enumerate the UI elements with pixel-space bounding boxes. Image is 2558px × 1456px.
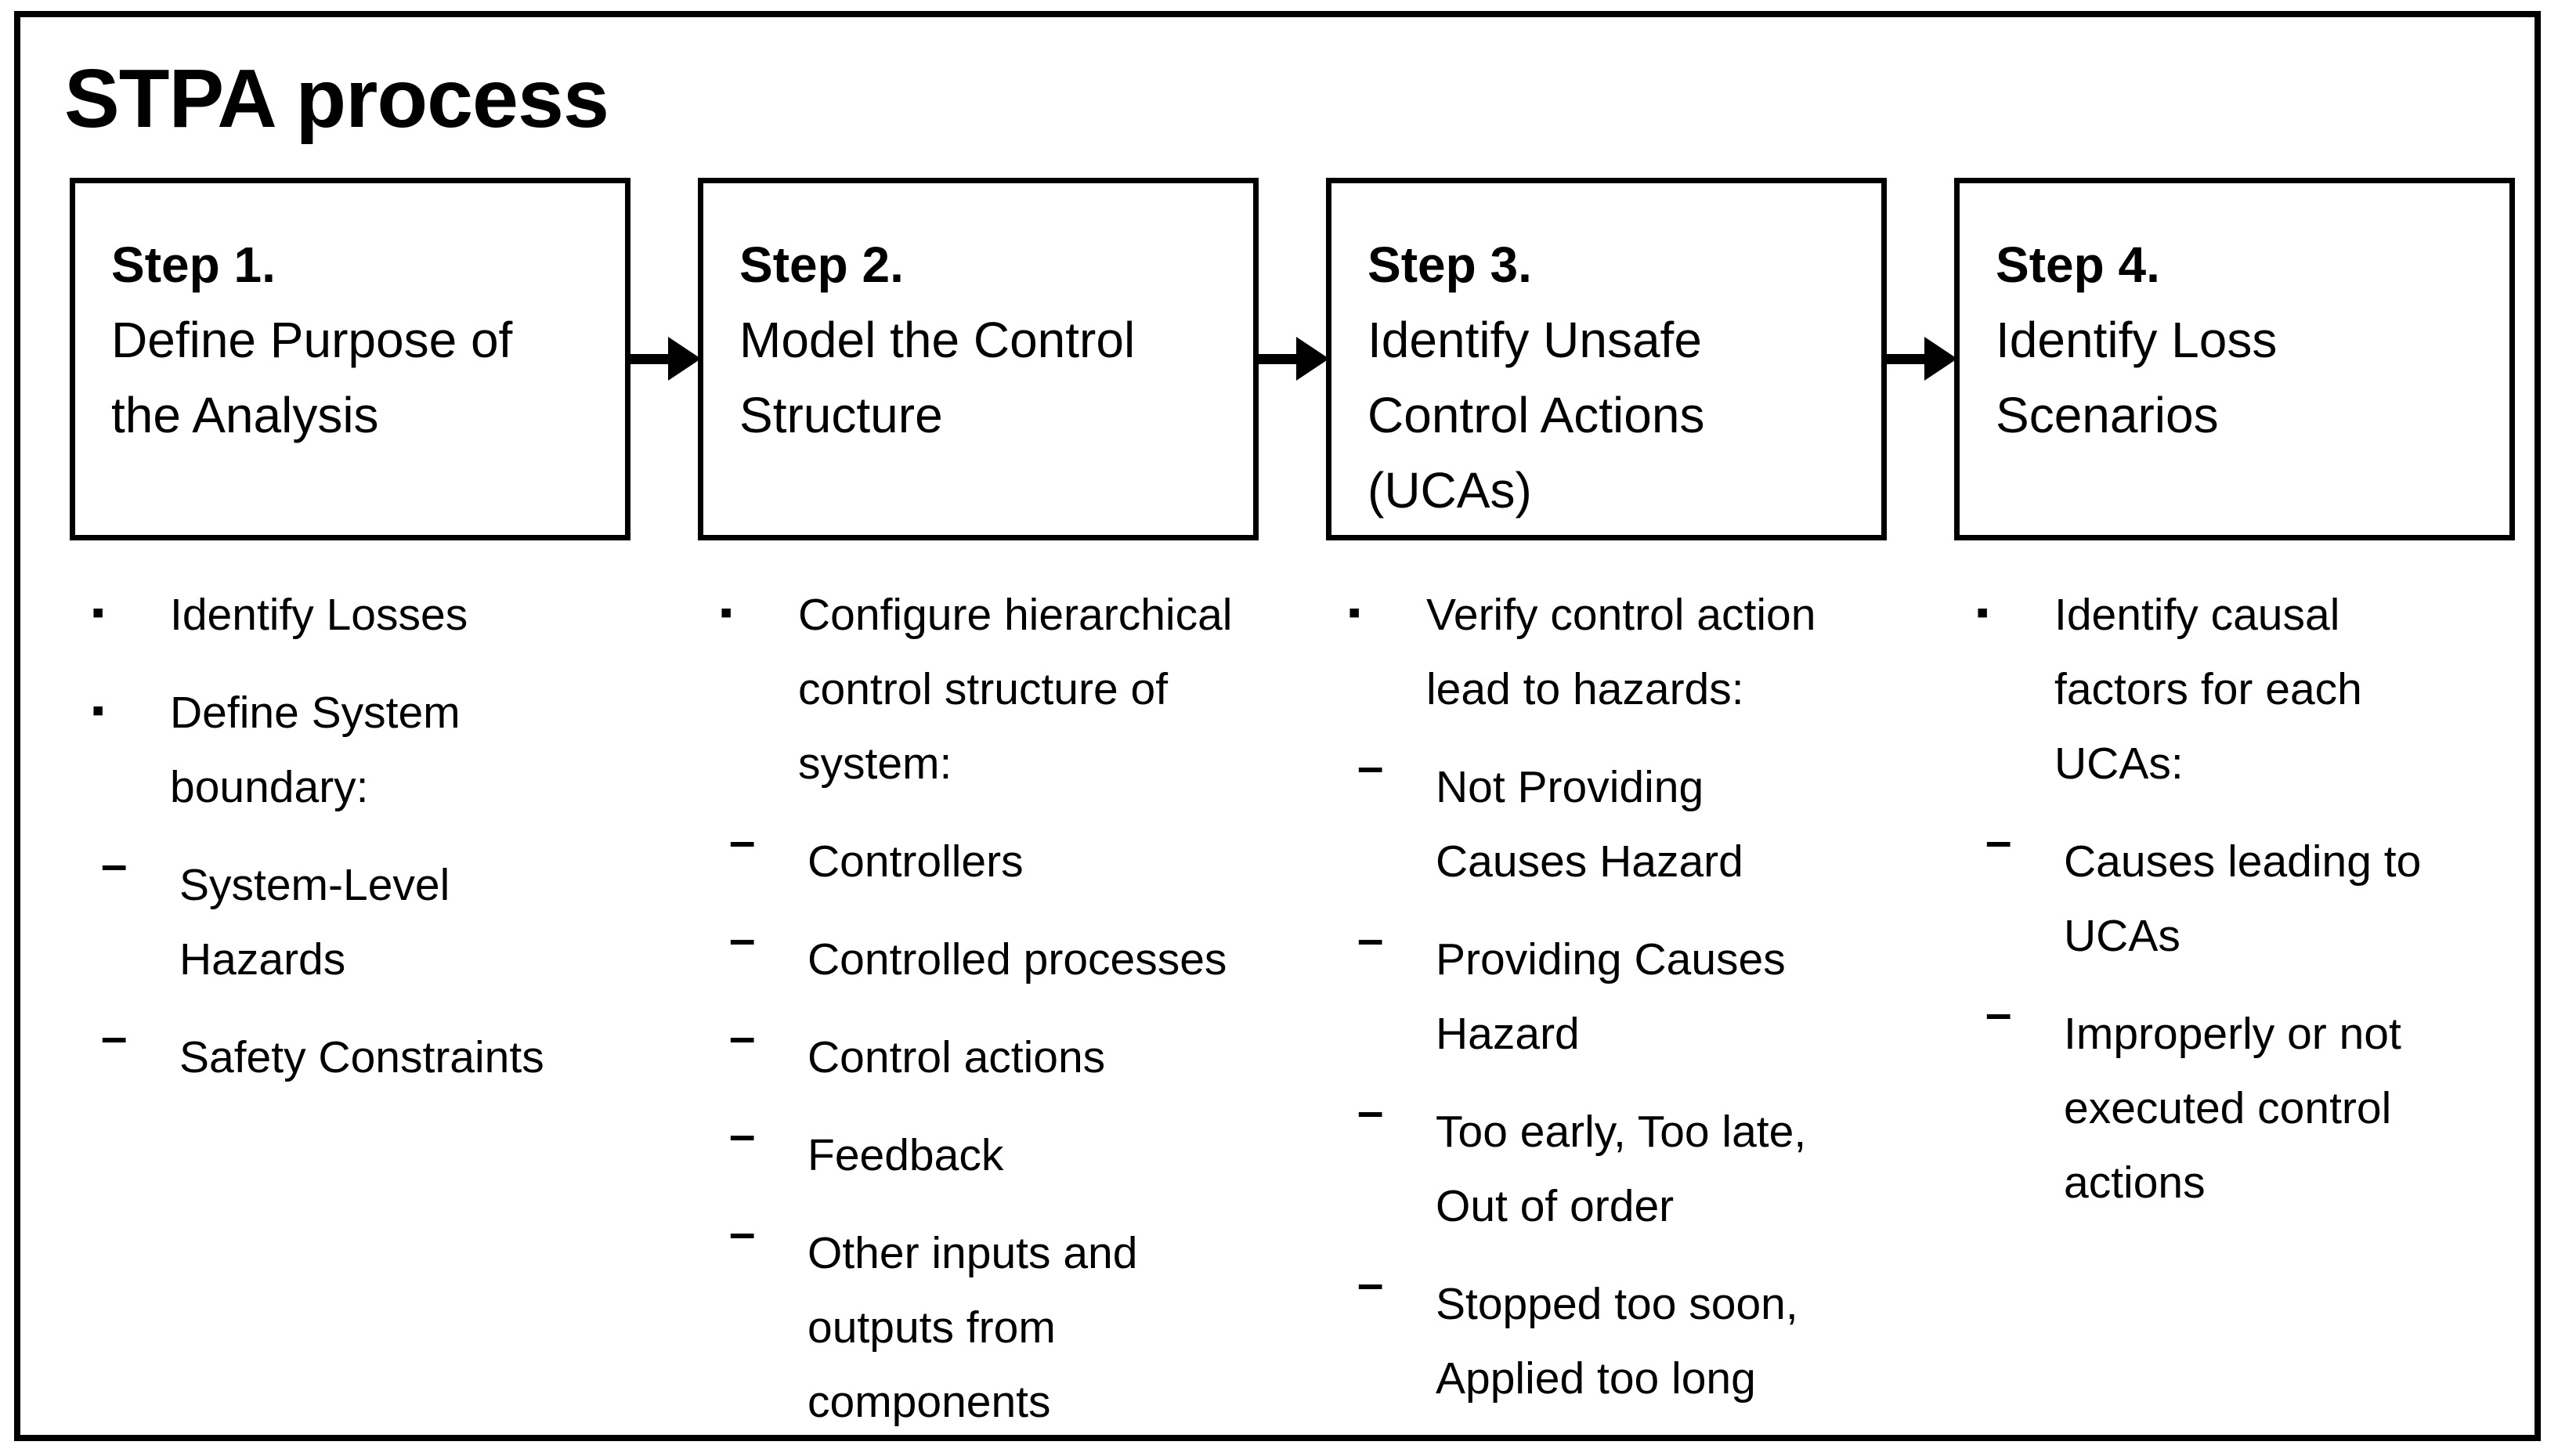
list-item-text: Causes leading to UCAs — [2064, 836, 2422, 961]
list-item: – Controlled processes — [698, 912, 1259, 997]
list-item: – Too early, Too late, Out of order — [1326, 1085, 1887, 1244]
list-item-text: Identify Losses — [170, 589, 468, 640]
list-item-text: Other inputs and outputs from components — [808, 1227, 1138, 1427]
diagram-title: STPA process — [64, 52, 609, 145]
step-3-box: Step 3. Identify Unsafe Control Actions … — [1326, 177, 1887, 540]
list-item: – Causes leading to UCAs — [1954, 815, 2515, 974]
dash-bullet-icon: – — [1357, 1084, 1384, 1137]
square-bullet-icon: ▪ — [1976, 591, 1989, 632]
dash-bullet-icon: – — [1357, 1256, 1384, 1310]
step-title: Model the Control Structure — [739, 311, 1136, 443]
list-item-text: Too early, Too late, Out of order — [1436, 1106, 1807, 1231]
list-item: – Improperly or not executed control act… — [1954, 987, 2515, 1220]
list-item: – Other inputs and outputs from componen… — [698, 1206, 1259, 1440]
list-item: ▪ Define System boundary: — [70, 676, 630, 825]
dash-bullet-icon: – — [1985, 814, 2012, 867]
step-label: Step 2. — [739, 236, 904, 293]
arrow-shaft — [627, 353, 668, 364]
list-item: – Control actions — [698, 1010, 1259, 1095]
list-item-text: Feedback — [808, 1129, 1004, 1180]
square-bullet-icon: ▪ — [720, 591, 733, 632]
arrow-icon — [627, 335, 701, 382]
list-item-text: Stopped too soon, Applied too long — [1436, 1278, 1798, 1404]
step-title: Identify Unsafe Control Actions (UCAs) — [1368, 311, 1705, 518]
arrow-shaft — [1884, 353, 1924, 364]
list-item: ▪ Identify causal factors for each UCAs: — [1954, 578, 2515, 801]
process-flow: Step 1. Define Purpose of the Analysis S… — [70, 177, 2535, 1456]
list-item: – System-Level Hazards — [70, 838, 630, 997]
step-4-box: Step 4. Identify Loss Scenarios — [1954, 177, 2515, 540]
dash-bullet-icon: – — [101, 1010, 128, 1063]
dash-bullet-icon: – — [101, 837, 128, 891]
arrow-head — [668, 337, 701, 381]
list-item: – Feedback — [698, 1108, 1259, 1193]
list-item-text: Improperly or not executed control actio… — [2064, 1008, 2401, 1208]
list-item: – Stopped too soon, Applied too long — [1326, 1257, 1887, 1416]
list-item-text: Define System boundary: — [170, 687, 461, 812]
dash-bullet-icon: – — [729, 1205, 756, 1259]
dash-bullet-icon: – — [729, 912, 756, 965]
square-bullet-icon: ▪ — [92, 591, 105, 632]
step-1-details: ▪ Identify Losses ▪ Define System bounda… — [70, 578, 630, 1456]
step-title: Define Purpose of the Analysis — [111, 311, 513, 443]
diagram-frame: STPA process Step 1. Define Purpose of t… — [14, 11, 2541, 1441]
arrow-icon — [1884, 335, 1957, 382]
list-item: ▪ Configure hierarchical control structu… — [698, 578, 1259, 801]
arrow-shaft — [1256, 353, 1296, 364]
list-item-text: Control actions — [808, 1031, 1106, 1082]
dash-bullet-icon: – — [1357, 912, 1384, 965]
step-2-details: ▪ Configure hierarchical control structu… — [698, 578, 1259, 1456]
list-item-text: Safety Constraints — [179, 1031, 544, 1082]
list-item-text: Identify causal factors for each UCAs: — [2054, 589, 2362, 789]
step-4-details: ▪ Identify causal factors for each UCAs:… — [1954, 578, 2515, 1456]
list-item-text: Configure hierarchical control structure… — [798, 589, 1233, 789]
arrow-head — [1924, 337, 1957, 381]
dash-bullet-icon: – — [729, 814, 756, 867]
list-item-text: Controlled processes — [808, 934, 1227, 985]
list-item: – Not Providing Causes Hazard — [1326, 740, 1887, 899]
dash-bullet-icon: – — [729, 1107, 756, 1161]
list-item: ▪ Identify Losses — [70, 578, 630, 652]
step-label: Step 3. — [1368, 236, 1532, 293]
list-item: – Safety Constraints — [70, 1010, 630, 1095]
dash-bullet-icon: – — [729, 1010, 756, 1063]
square-bullet-icon: ▪ — [1348, 591, 1361, 632]
step-2-box: Step 2. Model the Control Structure — [698, 177, 1259, 540]
step-title: Identify Loss Scenarios — [1996, 311, 2278, 443]
step-1-box: Step 1. Define Purpose of the Analysis — [70, 177, 630, 540]
square-bullet-icon: ▪ — [92, 688, 105, 730]
list-item-text: Controllers — [808, 836, 1024, 887]
list-item-text: Not Providing Causes Hazard — [1436, 761, 1743, 887]
list-item: – Providing Causes Hazard — [1326, 912, 1887, 1071]
list-item-text: Providing Causes Hazard — [1436, 934, 1786, 1059]
dash-bullet-icon: – — [1985, 986, 2012, 1039]
list-item-text: System-Level Hazards — [179, 859, 450, 985]
list-item-text: Verify control action lead to hazards: — [1426, 589, 1816, 714]
arrow-head — [1296, 337, 1329, 381]
step-3-details: ▪ Verify control action lead to hazards:… — [1326, 578, 1887, 1456]
step-label: Step 4. — [1996, 236, 2160, 293]
dash-bullet-icon: – — [1357, 739, 1384, 793]
list-item: ▪ Verify control action lead to hazards: — [1326, 578, 1887, 727]
list-item: – Controllers — [698, 815, 1259, 899]
arrow-icon — [1256, 335, 1329, 382]
step-label: Step 1. — [111, 236, 276, 293]
